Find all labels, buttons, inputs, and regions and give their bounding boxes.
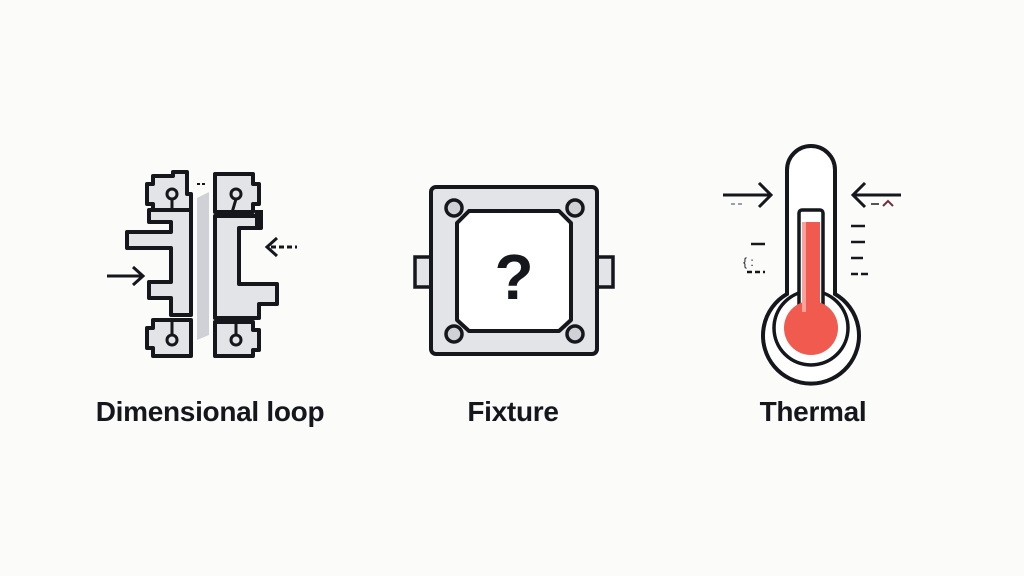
fixture-label: Fixture (467, 396, 559, 427)
dimensional-loop-icon (105, 170, 305, 360)
thermal-label: Thermal (759, 396, 867, 427)
fixture-panel: ? Fixture (363, 0, 663, 576)
dimensional-loop-label: Dimensional loop (95, 396, 325, 427)
thermal-panel: { : Thermal (663, 0, 963, 576)
fixture-icon: ? (411, 185, 617, 357)
svg-text:{ :: { : (743, 255, 754, 269)
thermometer-icon: { : (721, 144, 911, 386)
dimensional-loop-panel: Dimensional loop (60, 0, 360, 576)
question-mark-icon: ? (494, 241, 533, 313)
